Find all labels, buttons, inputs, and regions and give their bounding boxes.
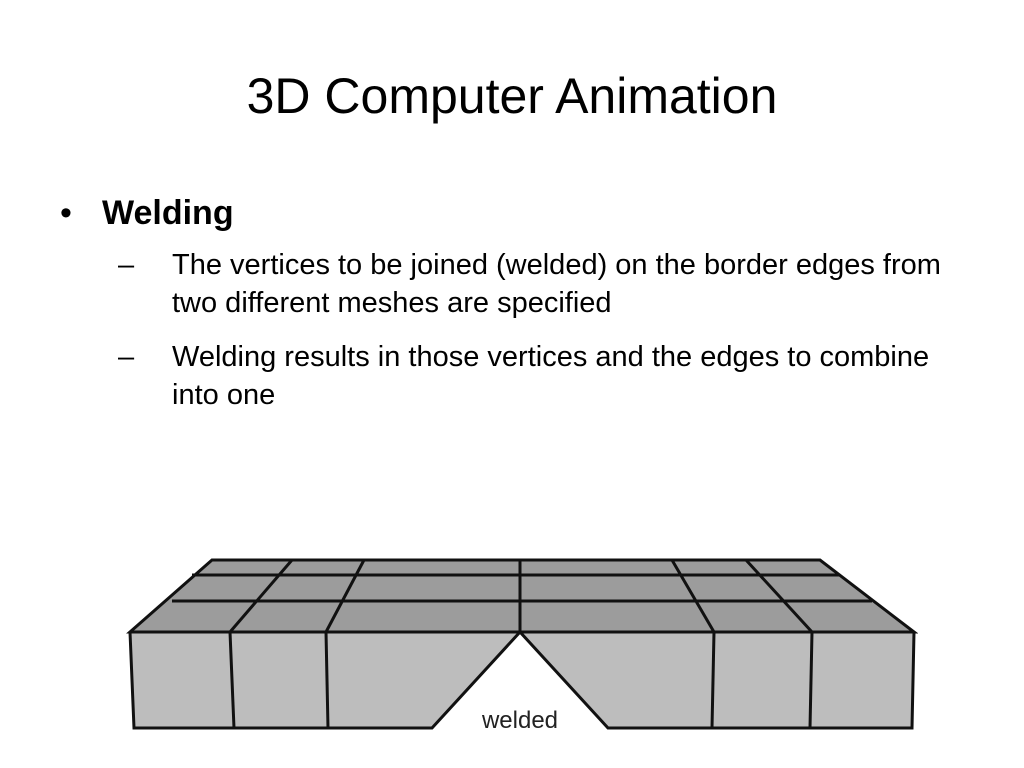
sub-bullet-2: – Welding results in those vertices and … [118,338,972,414]
mesh-front-face [130,632,520,728]
slide-title: 3D Computer Animation [246,68,778,124]
sub-bullet-text: Welding results in those vertices and th… [172,341,930,411]
bullet-label: Welding [102,194,234,232]
mesh-front-outline [128,629,916,730]
mesh-top-face [130,560,914,632]
bullet-list: • Welding – The vertices to be joined (w… [60,190,980,414]
welded-mesh-illustration: welded [126,558,918,734]
bullet-marker: • [60,194,72,232]
mesh-front-face [520,632,914,728]
sub-bullet-text: The vertices to be joined (welded) on th… [172,249,941,319]
welded-label: welded [481,707,558,734]
bullet-item-welding: • Welding [60,190,980,236]
sub-bullet-1: – The vertices to be joined (welded) on … [118,246,972,322]
mesh-grid-lines [172,558,872,729]
sub-bullet-marker: – [118,249,135,281]
sub-bullet-marker: – [118,341,135,373]
